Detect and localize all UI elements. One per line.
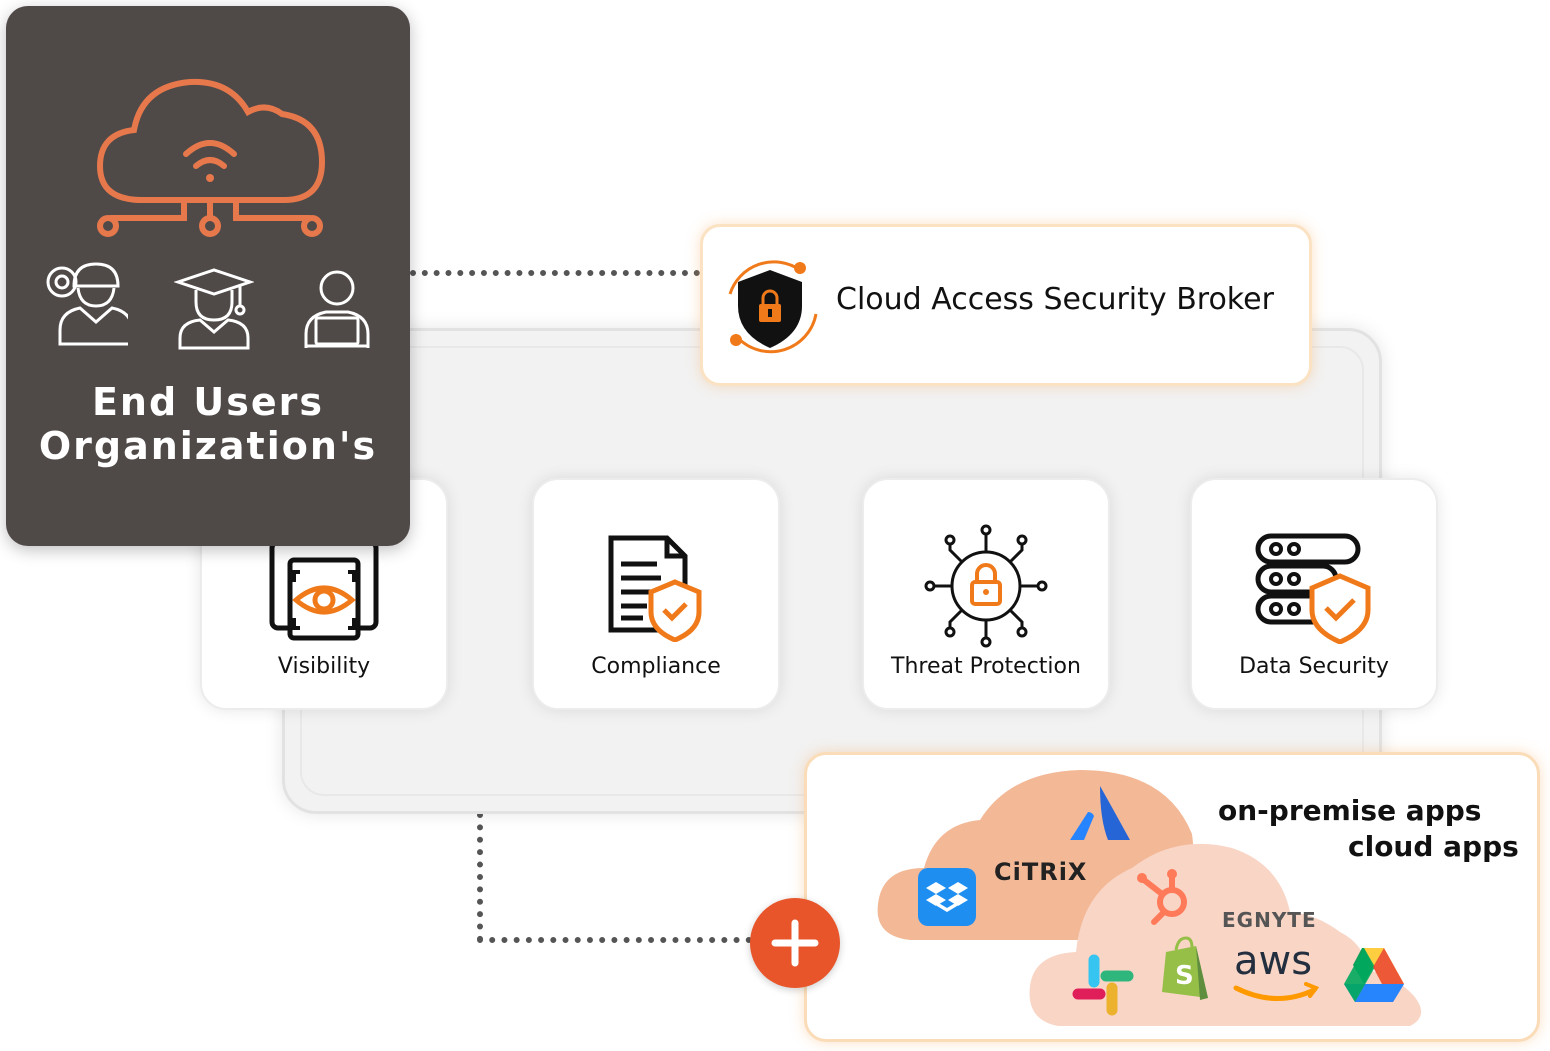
egnyte-logo: EGNYTE [1222, 908, 1317, 932]
cloud-network-icon [96, 78, 326, 237]
aws-logo: aws [1234, 938, 1313, 984]
end-users-title-line1: End Users [91, 380, 325, 424]
end-users-title-line2: Organization's [38, 424, 378, 468]
hubspot-icon [1137, 869, 1187, 925]
feature-label: Visibility [277, 654, 371, 679]
feature-label: Threat Protection [891, 654, 1081, 679]
shield-lock-icon [728, 260, 818, 354]
apps-label-line2: cloud apps [1348, 830, 1519, 863]
connector-vertical [477, 812, 483, 942]
feature-card-data-security[interactable]: Data Security [1190, 478, 1438, 710]
atlassian-icon [1070, 786, 1130, 840]
graduate-icon [174, 268, 254, 350]
feature-label: Data Security [1239, 654, 1389, 679]
connector-to-plus [477, 937, 752, 943]
plus-icon [771, 919, 819, 967]
google-drive-icon [1344, 948, 1404, 1002]
engineer-icon [46, 262, 128, 346]
slack-icon [1072, 954, 1134, 1016]
svg-text:S: S [1175, 961, 1194, 991]
server-shield-icon [1255, 533, 1371, 644]
add-button[interactable] [750, 898, 840, 988]
document-shield-icon [608, 535, 702, 642]
end-users-card: End Users Organization's [6, 6, 410, 546]
lock-network-icon [924, 524, 1048, 648]
feature-label: Compliance [591, 654, 721, 679]
shopify-icon: S [1162, 936, 1208, 1000]
apps-label-line1: on-premise apps [1218, 794, 1482, 827]
dropbox-icon [918, 868, 976, 926]
laptop-user-icon [304, 270, 370, 348]
aws-smile-icon [1233, 982, 1320, 1001]
connector-users-casb [410, 270, 700, 276]
feature-card-compliance[interactable]: Compliance [532, 478, 780, 710]
eye-scan-icon [269, 539, 379, 641]
citrix-logo: CiTRiX [994, 858, 1088, 886]
feature-card-threat-protection[interactable]: Threat Protection [862, 478, 1110, 710]
casb-label: Cloud Access Security Broker [836, 282, 1274, 317]
